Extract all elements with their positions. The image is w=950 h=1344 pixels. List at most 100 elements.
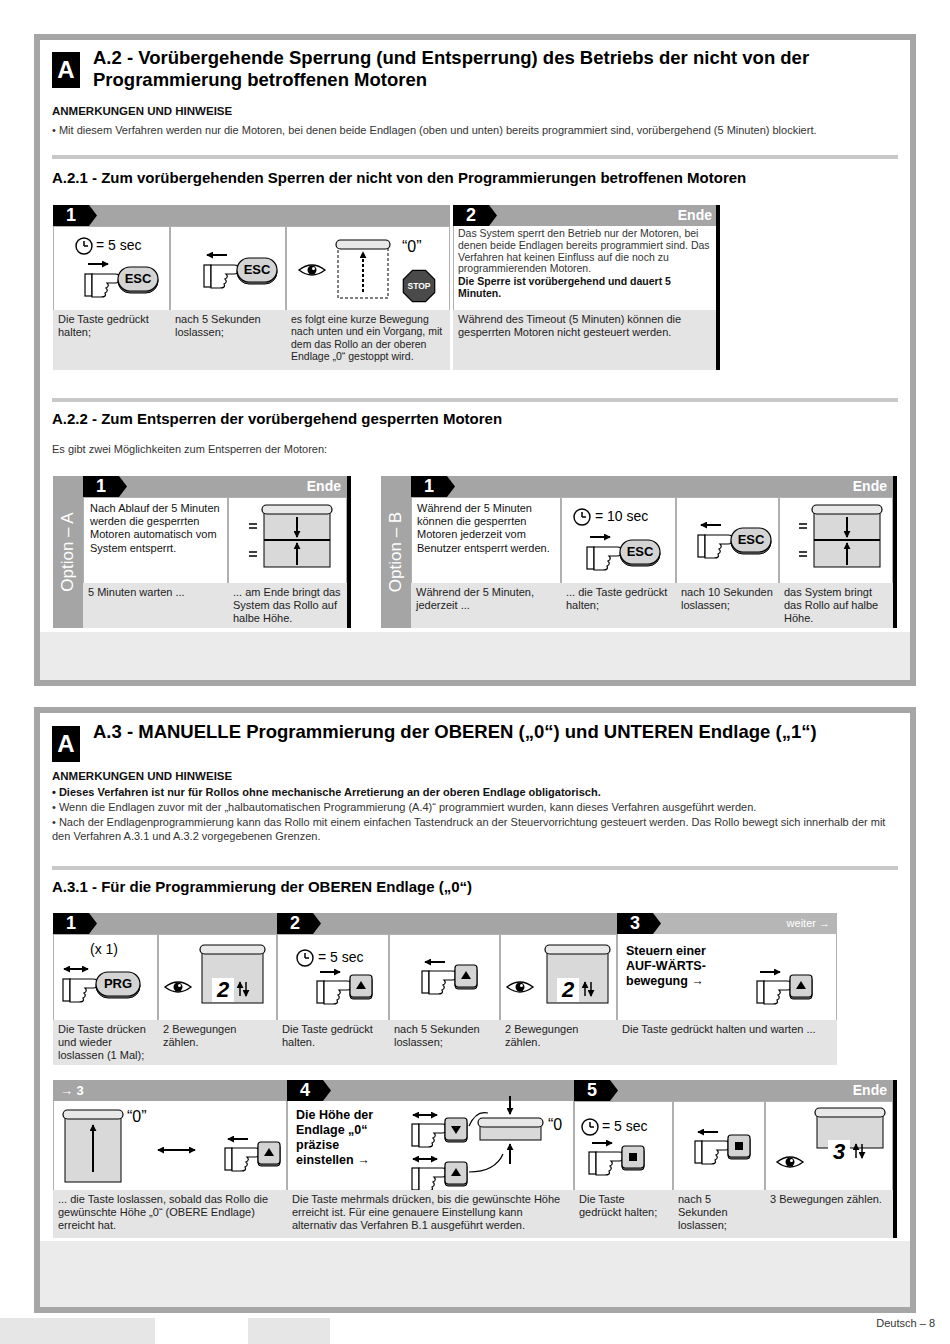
step-number: 3 bbox=[617, 913, 653, 934]
step-cell: “0”STOPes folgt eine kurze Bewegung nach… bbox=[286, 226, 450, 370]
step-cell: = 5 secDie Taste gedrückt halten. bbox=[277, 934, 389, 1065]
motion-arrow bbox=[413, 1158, 437, 1160]
button bbox=[620, 540, 660, 564]
note-text: • Wenn die Endlagen zuvor mit der „halba… bbox=[52, 800, 898, 814]
step-caption: Die Taste gedrückt halten. bbox=[277, 1020, 389, 1065]
button bbox=[118, 267, 158, 291]
end-marker: Ende bbox=[813, 1080, 887, 1101]
step-cell: 22 Bewegungen zählen. bbox=[158, 934, 277, 1065]
blind-sheet bbox=[338, 248, 388, 298]
step-cell: 33 Bewegungen zählen. bbox=[765, 1101, 893, 1238]
button-label: ESC bbox=[731, 528, 771, 552]
step-description: Das System sperrt den Betrieb nur der Mo… bbox=[458, 228, 712, 275]
step-description: Während der 5 Minuten können die gesperr… bbox=[417, 502, 556, 555]
step-caption: ... die Taste loslassen, sobald das Roll… bbox=[53, 1190, 287, 1238]
eye-icon bbox=[165, 982, 191, 992]
step-cell: (x 1)PRGDie Taste drücken und wieder los… bbox=[53, 934, 158, 1065]
subsection-heading: A.2.1 - Zum vorübergehenden Sperren der … bbox=[52, 169, 892, 187]
step-cell: ESCnach 5 Sekunden loslassen; bbox=[170, 226, 286, 370]
cell-frame bbox=[229, 498, 347, 628]
motion-arrow bbox=[413, 1114, 437, 1116]
motion-arrow bbox=[207, 254, 227, 256]
hand-icon bbox=[596, 1152, 624, 1175]
cell-frame bbox=[780, 498, 893, 628]
motion-arrow bbox=[861, 1144, 863, 1158]
step-header bbox=[83, 476, 351, 497]
clock-icon bbox=[582, 1119, 598, 1135]
section-rule bbox=[52, 155, 898, 159]
section-badge: A bbox=[52, 52, 80, 88]
motion-arrow bbox=[228, 1138, 248, 1140]
motion-arrow bbox=[509, 1144, 511, 1164]
step-block: 1(x 1)PRGDie Taste drücken und wieder lo… bbox=[53, 913, 277, 1065]
step-cell: 22 Bewegungen zählen. bbox=[500, 934, 617, 1065]
time-label: = 5 sec bbox=[96, 236, 166, 254]
button bbox=[237, 258, 277, 282]
half-height-line bbox=[814, 539, 880, 541]
step-caption: Während des Timeout (5 Minuten) können d… bbox=[453, 310, 716, 370]
step-number: 5 bbox=[574, 1080, 610, 1101]
panel-ground bbox=[40, 1241, 910, 1307]
blind-roller bbox=[812, 505, 882, 514]
cell-frame bbox=[575, 1102, 673, 1238]
option-label: Option – B bbox=[384, 477, 408, 627]
step-number: 2 bbox=[453, 205, 489, 226]
motion-arrow bbox=[296, 517, 298, 537]
motion-arrow bbox=[425, 961, 445, 963]
hand-cuff bbox=[225, 1148, 232, 1170]
step-caption: ... am Ende bringt das System das Rollo … bbox=[228, 583, 347, 628]
step-caption: 3 Bewegungen zählen. bbox=[765, 1190, 893, 1238]
step-instruction: Steuern einer AUF-WÄRTS-bewegung → bbox=[626, 944, 730, 989]
half-height-line bbox=[264, 539, 330, 541]
button bbox=[445, 1162, 467, 1184]
motion-arrow bbox=[158, 1149, 195, 1151]
step-block: 3weiter →Steuern einer AUF-WÄRTS-bewegun… bbox=[617, 913, 837, 1065]
step-caption: 5 Minuten warten ... bbox=[83, 583, 228, 628]
step-cell: nach 5 Sekunden loslassen; bbox=[389, 934, 500, 1065]
hand-icon bbox=[594, 547, 622, 570]
step-tab bbox=[53, 205, 97, 226]
hand-cuff bbox=[412, 1168, 419, 1190]
cell-frame bbox=[501, 935, 617, 1065]
step-caption: ... die Taste gedrückt halten; bbox=[561, 583, 676, 628]
notes-heading: ANMERKUNGEN UND HINWEISE bbox=[52, 770, 452, 784]
blind-sheet bbox=[547, 953, 608, 1003]
step-caption: nach 5 Sekunden loslassen; bbox=[389, 1020, 500, 1065]
step-cell: ESCnach 10 Sekunden loslassen; bbox=[676, 497, 779, 628]
step-caption: Die Taste mehrmals drücken, bis die gewü… bbox=[287, 1190, 574, 1238]
button-label: PRG bbox=[96, 972, 140, 996]
step-number: 1 bbox=[411, 476, 447, 497]
end-marker: Ende bbox=[813, 476, 887, 497]
stop-label: STOP bbox=[403, 279, 435, 293]
step-header bbox=[287, 1080, 574, 1101]
end-bar bbox=[716, 205, 720, 370]
up-symbol bbox=[451, 1168, 461, 1176]
hand-icon bbox=[702, 1141, 730, 1164]
subsection-heading: A.3.1 - Für die Programmierung der OBERE… bbox=[52, 878, 892, 896]
step-caption: Die Taste drücken und wieder loslassen (… bbox=[53, 1020, 158, 1065]
step-number: 1 bbox=[53, 913, 89, 934]
hand-icon bbox=[211, 265, 239, 288]
motion-arrow bbox=[760, 971, 780, 973]
button-label: ESC bbox=[620, 540, 660, 564]
hand-icon bbox=[764, 981, 792, 1004]
step-block: 4Die Höhe der Endlage „0“ präzise einste… bbox=[287, 1080, 574, 1238]
end-bar bbox=[893, 476, 897, 628]
stop-symbol bbox=[735, 1142, 743, 1150]
hand-cuff bbox=[63, 979, 70, 1001]
blind-roller bbox=[262, 505, 332, 514]
note-text: Es gibt zwei Möglichkeiten zum Entsperre… bbox=[52, 442, 652, 456]
position-label: “0 bbox=[548, 1116, 572, 1134]
button bbox=[731, 528, 771, 552]
step-cell: = 5 secDie Taste gedrückt halten; bbox=[574, 1101, 673, 1238]
eye-glint bbox=[790, 1159, 793, 1162]
clock-hands bbox=[582, 512, 586, 517]
cell-frame bbox=[618, 914, 837, 1065]
button bbox=[622, 1146, 644, 1168]
blind-sheet bbox=[65, 1118, 121, 1182]
button bbox=[258, 1142, 280, 1164]
blind-roller bbox=[63, 1110, 123, 1119]
